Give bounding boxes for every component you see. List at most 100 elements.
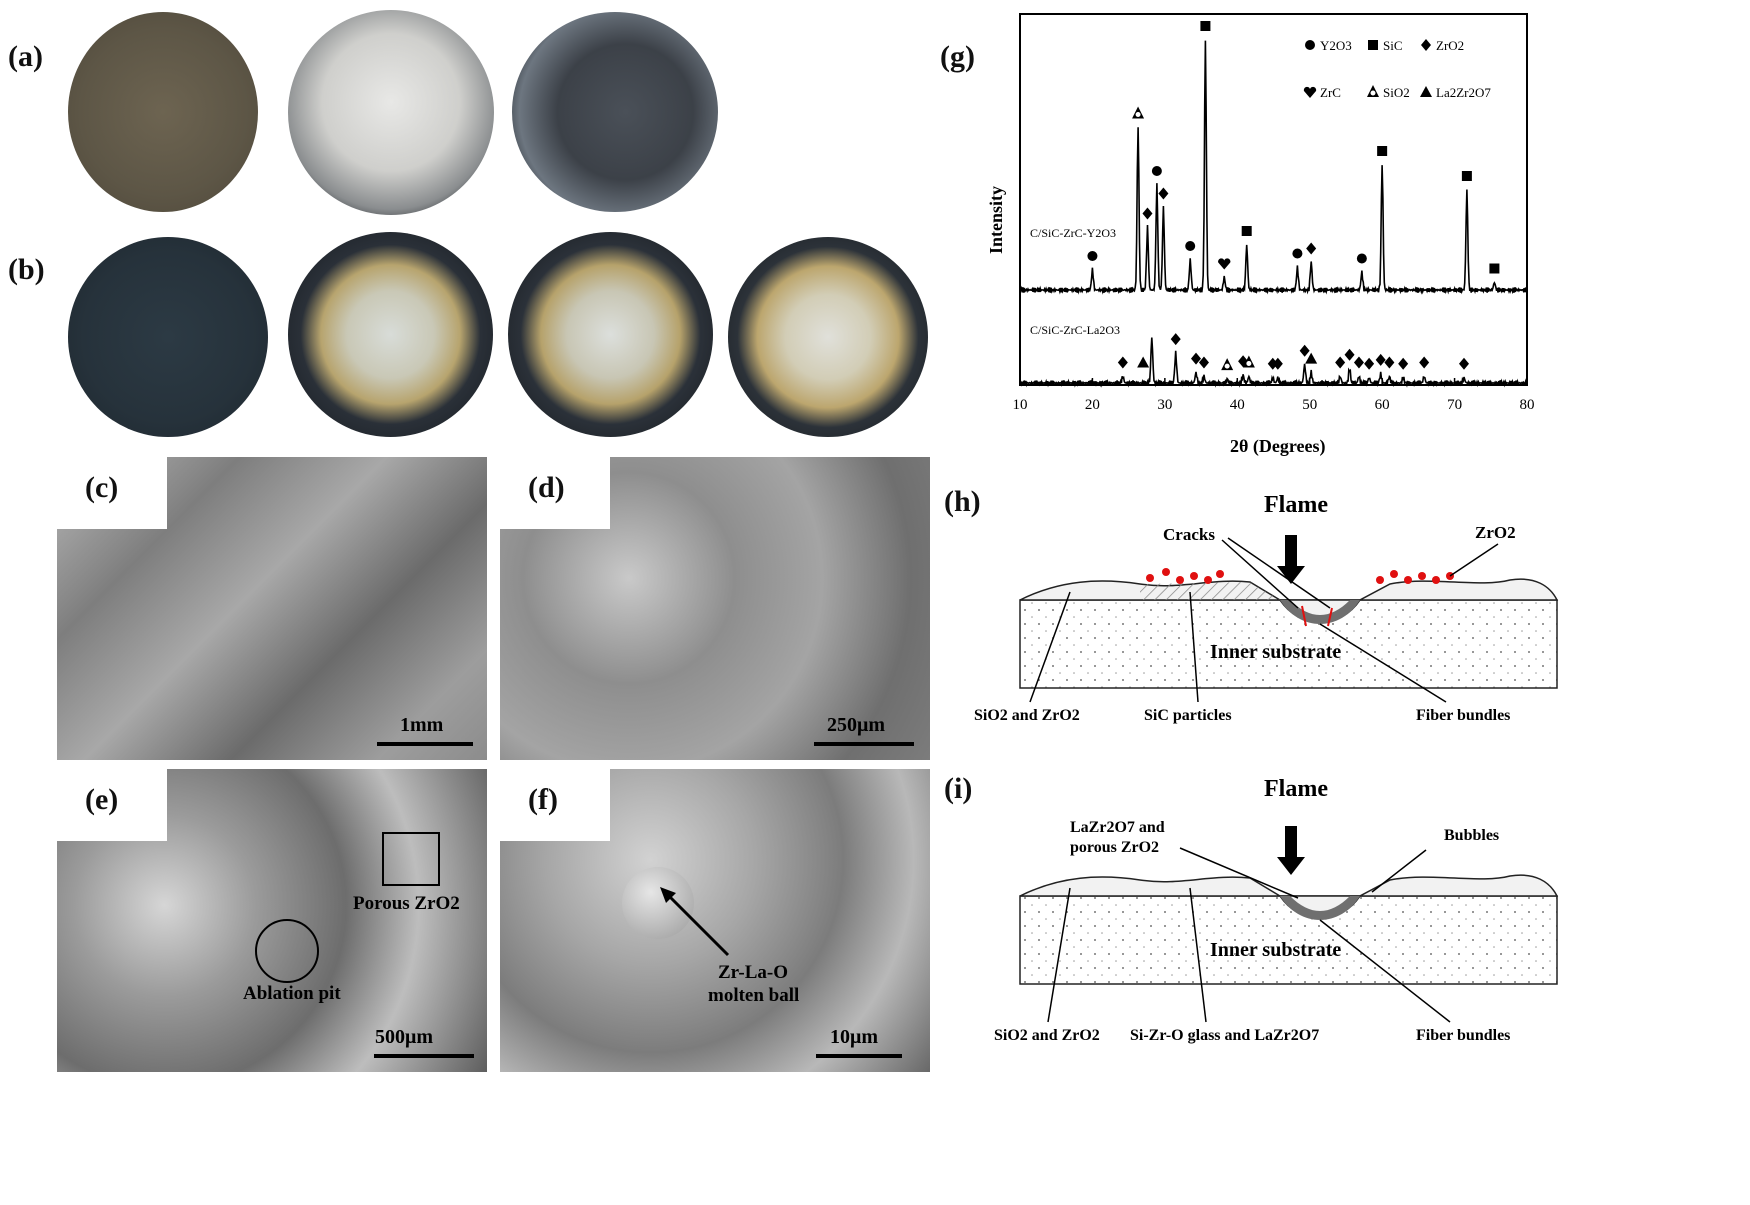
i-flame-label: Flame: [1264, 776, 1328, 802]
xrd-marker-0-11: [1356, 253, 1367, 264]
panel-label-f: (f): [528, 783, 558, 816]
legend-label-0: Y2O3: [1320, 38, 1352, 53]
panel-label-i: (i): [944, 772, 973, 805]
h-cracks-arrow-1: [1221, 539, 1299, 609]
xrd-marker-1-1: [1137, 356, 1150, 368]
h-crater: [1280, 600, 1360, 624]
i-sio2-label: SiO2 and ZrO2: [994, 1027, 1100, 1044]
panel-label-g: (g): [940, 40, 975, 73]
h-fiber-arrow: [1319, 623, 1447, 703]
porous-zro2-label: Porous ZrO2: [353, 893, 460, 914]
legend-symbol-circle: [1305, 40, 1315, 50]
h-cracks-arrow-2: [1227, 537, 1331, 609]
xrd-marker-1-4: [1198, 356, 1209, 369]
h-sio2-arrow: [1029, 591, 1071, 703]
molten-ball-label-2: molten ball: [708, 985, 800, 1006]
legend-label-1: SiC: [1383, 38, 1403, 53]
schematic-i: Flame LaZr2O7 and porous ZrO2 Bubbles In…: [994, 776, 1559, 1044]
xrd-marker-1-8: [1267, 357, 1278, 370]
legend-label-2: ZrO2: [1436, 38, 1464, 53]
xrd-marker-1-20: [1458, 357, 1469, 370]
x-tick-label-20: 20: [1085, 397, 1100, 413]
legend-symbol-square: [1368, 40, 1378, 50]
xrd-marker-0-5: [1185, 241, 1196, 251]
legend-symbol-heart: [1303, 86, 1317, 98]
xrd-marker-1-14: [1353, 356, 1364, 369]
xrd-marker-0-10: [1306, 242, 1317, 255]
xrd-marker-1-11: [1305, 352, 1318, 364]
legend-symbol-triangle: [1420, 86, 1432, 97]
scale-bar-d: [814, 742, 914, 746]
x-tick-label-60: 60: [1375, 397, 1390, 413]
xrd-marker-1-17: [1384, 356, 1395, 369]
xrd-marker-1-13: [1344, 348, 1355, 361]
i-glass-label: Si-Zr-O glass and LaZr2O7: [1130, 1027, 1319, 1044]
legend-symbol-club: [1367, 85, 1379, 97]
h-substrate-label: Inner substrate: [1210, 641, 1341, 663]
scale-bar-c: [377, 742, 473, 746]
scale-label-e: 500μm: [375, 1026, 433, 1048]
h-zro2-arrow: [1449, 543, 1499, 577]
molten-ball-arrow: [660, 887, 730, 957]
i-crater: [1280, 896, 1360, 920]
sem-image-c: (c) 1mm: [57, 457, 487, 760]
xrd-x-label: 2θ (Degrees): [1230, 436, 1326, 457]
h-inner-substrate: [1019, 599, 1558, 689]
legend-label-5: La2Zr2O7: [1436, 85, 1491, 100]
x-tick-label-50: 50: [1302, 397, 1317, 413]
x-tick-label-30: 30: [1157, 397, 1172, 413]
xrd-marker-0-14: [1489, 263, 1500, 274]
i-bubbles-arrow: [1371, 849, 1427, 893]
sample-photo-a3: [512, 12, 718, 212]
i-bubbles-label: Bubbles: [1444, 827, 1499, 844]
i-glass-arrow: [1189, 887, 1207, 1023]
x-tick-label-80: 80: [1520, 397, 1535, 413]
i-inner-substrate: [1019, 895, 1558, 985]
xrd-y-label: Intensity: [986, 186, 1006, 254]
scale-label-d: 250μm: [827, 714, 885, 736]
series-label-la2o3: C/SiC-ZrC-La2O3: [1030, 323, 1120, 337]
molten-ball-label-1: Zr-La-O: [718, 962, 789, 983]
panel-label-d: (d): [528, 471, 565, 504]
sem-image-f: (f) Zr-La-O molten ball 10μm: [500, 769, 930, 1072]
xrd-marker-0-12: [1377, 146, 1388, 156]
sample-photo-b4: [728, 237, 928, 437]
x-tick-label-40: 40: [1230, 397, 1245, 413]
xrd-marker-0-1: [1132, 106, 1145, 119]
xrd-marker-0-7: [1218, 258, 1231, 270]
series-label-y2o3: C/SiC-ZrC-Y2O3: [1030, 226, 1116, 240]
i-flame-arrow-shaft: [1285, 826, 1297, 860]
h-zro2-label: ZrO2: [1475, 523, 1516, 542]
xrd-marker-0-0: [1087, 251, 1098, 261]
i-lazr-arrow: [1179, 847, 1299, 899]
xrd-series-group: [1019, 40, 1528, 388]
i-flame-arrow-head: [1277, 857, 1305, 875]
x-tick-label-10: 10: [1013, 397, 1028, 413]
xrd-marker-1-3: [1191, 352, 1202, 365]
i-fiber-arrow: [1319, 919, 1451, 1023]
xrd-marker-0-6: [1200, 21, 1211, 31]
ablation-pit-circle: [255, 919, 319, 983]
xrd-marker-1-2: [1170, 333, 1181, 346]
legend-symbol-diamond: [1421, 39, 1431, 51]
schematic-h: Flame Cracks ZrO2 Inner substrate SiO2 a…: [974, 492, 1559, 724]
i-substrate-label: Inner substrate: [1210, 939, 1341, 961]
scale-label-f: 10μm: [830, 1026, 878, 1048]
panel-label-c: (c): [85, 471, 119, 504]
h-fiber-label: Fiber bundles: [1416, 707, 1510, 724]
xrd-markers-group: [1087, 21, 1500, 371]
xrd-marker-0-9: [1292, 248, 1303, 259]
sample-photo-b1: [68, 237, 268, 437]
sample-photo-b3: [508, 232, 713, 437]
legend-label-4: SiO2: [1383, 85, 1410, 100]
xrd-marker-1-18: [1398, 357, 1409, 370]
h-sio2-label: SiO2 and ZrO2: [974, 707, 1080, 724]
panel-label-h: (h): [944, 485, 981, 518]
i-lazr-label-2: porous ZrO2: [1070, 839, 1159, 856]
ablation-pit-label: Ablation pit: [243, 983, 341, 1004]
xrd-marker-0-2: [1142, 207, 1153, 220]
x-tick-label-70: 70: [1447, 397, 1462, 413]
panel-label-a: (a): [8, 40, 43, 73]
